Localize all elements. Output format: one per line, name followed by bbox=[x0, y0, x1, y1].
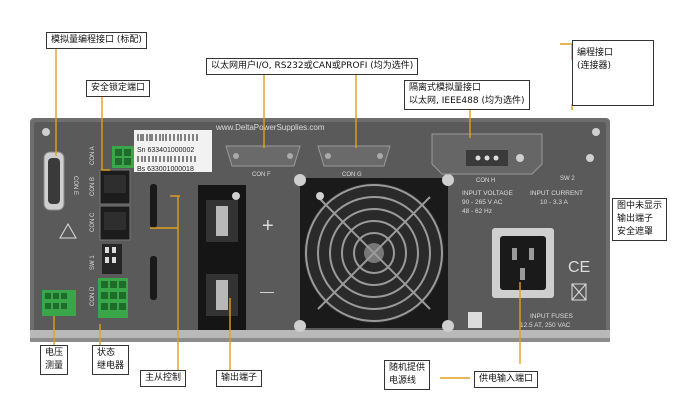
con-f-blank bbox=[225, 145, 301, 167]
fuse-rating: 12.5 AT, 250 VAC bbox=[520, 322, 571, 329]
status-line1: 状态 bbox=[97, 348, 116, 358]
callout-power-cord: 随机提供 电源线 bbox=[384, 360, 431, 390]
input-fuses-title: INPUT FUSES bbox=[530, 313, 574, 320]
callout-analog-programming: 模拟量编程接口 (标配) bbox=[46, 32, 147, 49]
voltage-line1: 电压 bbox=[45, 348, 64, 358]
callout-output-terminals: 输出端子 bbox=[216, 370, 263, 387]
callout-safety-lock: 安全锁定端口 bbox=[86, 80, 151, 97]
con-g-blank bbox=[317, 145, 391, 167]
callout-not-shown: 图中未显示 输出端子 安全遮罩 bbox=[612, 198, 668, 241]
not-shown-line1: 图中未显示 bbox=[617, 201, 663, 211]
callout-power-input: 供电输入端口 bbox=[474, 371, 539, 388]
callout-programming-connector: 编程接口 (连接器) bbox=[572, 40, 654, 106]
callout-ethernet-io-options: 以太网用户I/O, RS232或CAN或PROFI (均为选件) bbox=[206, 58, 419, 75]
con-f-label: CON F bbox=[252, 172, 271, 178]
isolated-line2: 以太网, IEEE488 (均为选件) bbox=[409, 96, 525, 106]
ce-mark: CE bbox=[568, 259, 590, 276]
input-frequency: 48 - 62 Hz bbox=[462, 208, 492, 215]
con-a-label: CON A bbox=[90, 146, 96, 165]
isolated-line1: 隔离式模拟量接口 bbox=[409, 83, 482, 93]
batch-number: Bs 633001000018 bbox=[137, 166, 194, 173]
plus-mark: + bbox=[262, 215, 274, 237]
sw2-label: SW 2 bbox=[560, 176, 575, 182]
con-g-label: CON G bbox=[342, 172, 362, 178]
input-current-range: 10 - 3.3 A bbox=[540, 199, 568, 206]
con-e-label: CON E bbox=[72, 176, 78, 195]
cord-line1: 随机提供 bbox=[389, 363, 426, 373]
cord-line2: 电源线 bbox=[389, 376, 417, 386]
website-print: www.DeltaPowerSupplies.com bbox=[215, 123, 325, 132]
con-c-label: CON C bbox=[90, 212, 96, 232]
con-d-label: CON D bbox=[90, 286, 96, 306]
serial-number: Sn 633401000002 bbox=[137, 147, 194, 154]
input-voltage-title: INPUT VOLTAGE bbox=[462, 190, 514, 197]
con-h-label: CON H bbox=[476, 178, 495, 184]
not-shown-line2: 输出端子 bbox=[617, 214, 654, 224]
prog-conn-line2: (连接器) bbox=[577, 61, 612, 71]
input-current-title: INPUT CURRENT bbox=[530, 190, 583, 197]
callout-voltage-sense: 电压 测量 bbox=[40, 345, 69, 375]
voltage-line2: 测量 bbox=[45, 361, 64, 371]
callout-isolated-analog: 隔离式模拟量接口 以太网, IEEE488 (均为选件) bbox=[404, 80, 530, 110]
input-voltage-range: 90 - 265 V AC bbox=[462, 199, 503, 206]
not-shown-line3: 安全遮罩 bbox=[617, 227, 654, 237]
minus-mark: — bbox=[260, 283, 274, 299]
con-b-label: CON B bbox=[90, 177, 96, 196]
sw1-label: SW 1 bbox=[90, 255, 96, 270]
callout-status-relay: 状态 继电器 bbox=[92, 345, 130, 375]
status-line2: 继电器 bbox=[97, 361, 125, 371]
callout-master-slave: 主从控制 bbox=[140, 370, 187, 387]
prog-conn-line1: 编程接口 bbox=[577, 48, 614, 58]
